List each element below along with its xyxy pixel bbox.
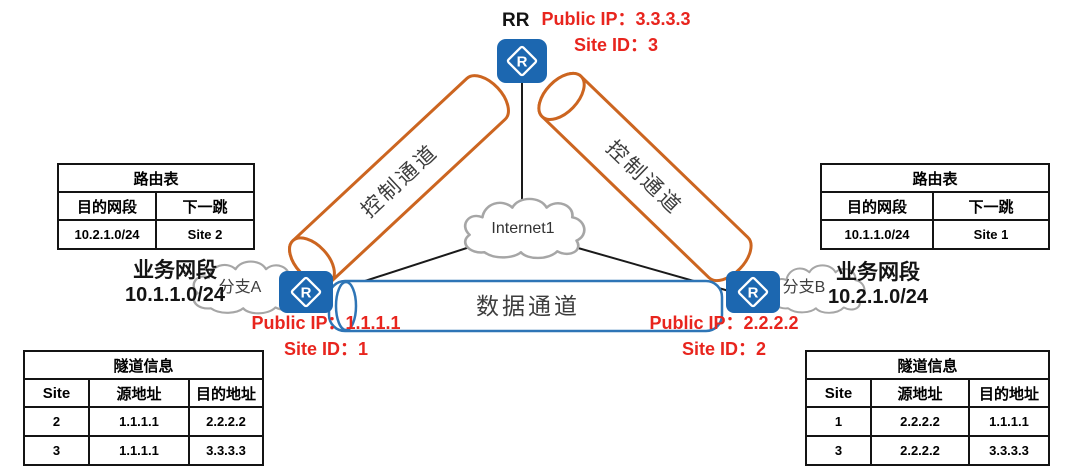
rr-router-icon-body xyxy=(497,39,547,83)
control-channel-right: 控制通道 xyxy=(537,71,753,283)
clouds xyxy=(192,197,866,315)
table-row: 1 2.2.2.2 1.1.1.1 xyxy=(805,406,1050,437)
rr-router-icon: R xyxy=(497,39,547,83)
route-table-b-col-dest: 目的网段 xyxy=(820,191,934,221)
route-table-a-nexthop: Site 2 xyxy=(154,219,256,250)
branch-b-segment-cidr: 10.2.1.0/24 xyxy=(827,286,929,308)
route-table-b-dest: 10.1.1.0/24 xyxy=(820,219,934,250)
tunnel-table-b-r0-src: 2.2.2.2 xyxy=(870,406,970,437)
rr-router-icon-diamond xyxy=(506,45,538,77)
tunnel-table-b-r0-dst: 1.1.1.1 xyxy=(968,406,1050,437)
branch-a-router-icon-body xyxy=(279,271,333,313)
table-row: 3 1.1.1.1 3.3.3.3 xyxy=(23,435,264,466)
control-channel-left: 控制通道 xyxy=(288,74,510,286)
tunnel-table-b-col-site: Site xyxy=(805,378,872,408)
table-row: 10.1.1.0/24 Site 1 xyxy=(820,219,1051,250)
branch-b-router-icon-diamond xyxy=(737,276,769,308)
control-channel-right-end-ellipse xyxy=(537,71,586,121)
branch-a-router-icon: R xyxy=(279,271,333,313)
branch-a-public-ip: Public IP：1.1.1.1 xyxy=(251,313,401,333)
rr-site-id: Site ID：3 xyxy=(573,35,659,55)
data-channel: 数据通道 xyxy=(327,279,724,333)
internet-cloud xyxy=(463,197,586,260)
route-table-a-dest: 10.2.1.0/24 xyxy=(57,219,157,250)
route-table-a: 路由表 目的网段 下一跳 10.2.1.0/24 Site 2 xyxy=(56,163,256,250)
internet-cloud-label: Internet1 xyxy=(491,220,554,237)
data-channel-label: 数据通道 xyxy=(476,293,580,319)
tunnel-table-a-col-dst: 目的地址 xyxy=(188,378,264,408)
tunnel-table-b-col-src: 源地址 xyxy=(870,378,970,408)
branch-b-ip-annotation: Public IP：2.2.2.2 Site ID：2 xyxy=(646,310,802,362)
branch-b-service-segment: 业务网段 10.2.1.0/24 xyxy=(820,260,936,309)
tunnel-table-b-r1-dst: 3.3.3.3 xyxy=(968,435,1050,466)
branch-a-site-id: Site ID：1 xyxy=(283,339,369,359)
tunnel-table-a-r0-site: 2 xyxy=(23,406,90,437)
tunnel-table-b: 隧道信息 Site 源地址 目的地址 1 2.2.2.2 1.1.1.1 3 2… xyxy=(805,350,1050,466)
route-table-b-title: 路由表 xyxy=(819,163,1051,193)
branch-b-router-icon-letter: R xyxy=(748,285,759,302)
rr-public-ip: Public IP：3.3.3.3 xyxy=(541,9,691,29)
tunnel-table-a-r1-site: 3 xyxy=(23,435,90,466)
table-row: 10.2.1.0/24 Site 2 xyxy=(57,219,256,250)
table-row: 2 1.1.1.1 2.2.2.2 xyxy=(23,406,264,437)
branch-b-cloud-label: 分支B xyxy=(783,278,826,296)
tunnel-table-a-r0-src: 1.1.1.1 xyxy=(88,406,190,437)
branch-a-cloud-label: 分支A xyxy=(219,278,262,296)
table-row: 3 2.2.2.2 3.3.3.3 xyxy=(805,435,1050,466)
rr-ip-annotation: Public IP：3.3.3.3 Site ID：3 xyxy=(536,6,696,58)
route-table-b-col-nexthop: 下一跳 xyxy=(931,191,1051,221)
route-table-a-col-nexthop: 下一跳 xyxy=(154,191,256,221)
tunnel-table-a-title: 隧道信息 xyxy=(23,350,264,380)
tunnel-table-b-col-dst: 目的地址 xyxy=(968,378,1050,408)
tunnel-table-a-col-site: Site xyxy=(23,378,90,408)
branch-a-service-segment: 业务网段 10.1.1.0/24 xyxy=(114,258,236,307)
tunnel-table-a-r1-dst: 3.3.3.3 xyxy=(188,435,264,466)
tunnel-table-b-r1-site: 3 xyxy=(805,435,872,466)
route-table-b: 路由表 目的网段 下一跳 10.1.1.0/24 Site 1 xyxy=(819,163,1051,250)
branch-b-public-ip: Public IP：2.2.2.2 xyxy=(649,313,799,333)
branch-a-segment-cidr: 10.1.1.0/24 xyxy=(124,284,226,306)
data-channel-end-ellipse xyxy=(334,280,358,332)
branch-a-cloud xyxy=(192,260,301,315)
tunnel-table-b-title: 隧道信息 xyxy=(805,350,1050,380)
route-table-a-col-dest: 目的网段 xyxy=(57,191,157,221)
tunnel-table-a-r1-src: 1.1.1.1 xyxy=(88,435,190,466)
branch-a-router-icon-letter: R xyxy=(301,285,312,302)
rr-router-icon-letter: R xyxy=(517,54,528,71)
branch-b-site-id: Site ID：2 xyxy=(681,339,767,359)
route-table-a-title: 路由表 xyxy=(56,163,256,193)
branch-b-router-icon-body xyxy=(726,271,780,313)
route-table-b-nexthop: Site 1 xyxy=(931,219,1051,250)
branch-a-ip-annotation: Public IP：1.1.1.1 Site ID：1 xyxy=(248,310,404,362)
tunnel-table-b-r0-site: 1 xyxy=(805,406,872,437)
tunnel-table-a: 隧道信息 Site 源地址 目的地址 2 1.1.1.1 2.2.2.2 3 1… xyxy=(23,350,264,466)
branch-b-router-icon: R xyxy=(726,271,780,313)
branch-a-router-icon-diamond xyxy=(290,276,322,308)
branch-b-segment-label: 业务网段 xyxy=(836,261,920,284)
rr-node-name: RR xyxy=(502,10,530,31)
tunnel-table-a-col-src: 源地址 xyxy=(88,378,190,408)
tunnel-table-a-r0-dst: 2.2.2.2 xyxy=(188,406,264,437)
tunnel-table-b-r1-src: 2.2.2.2 xyxy=(870,435,970,466)
branch-a-segment-label: 业务网段 xyxy=(133,259,217,282)
